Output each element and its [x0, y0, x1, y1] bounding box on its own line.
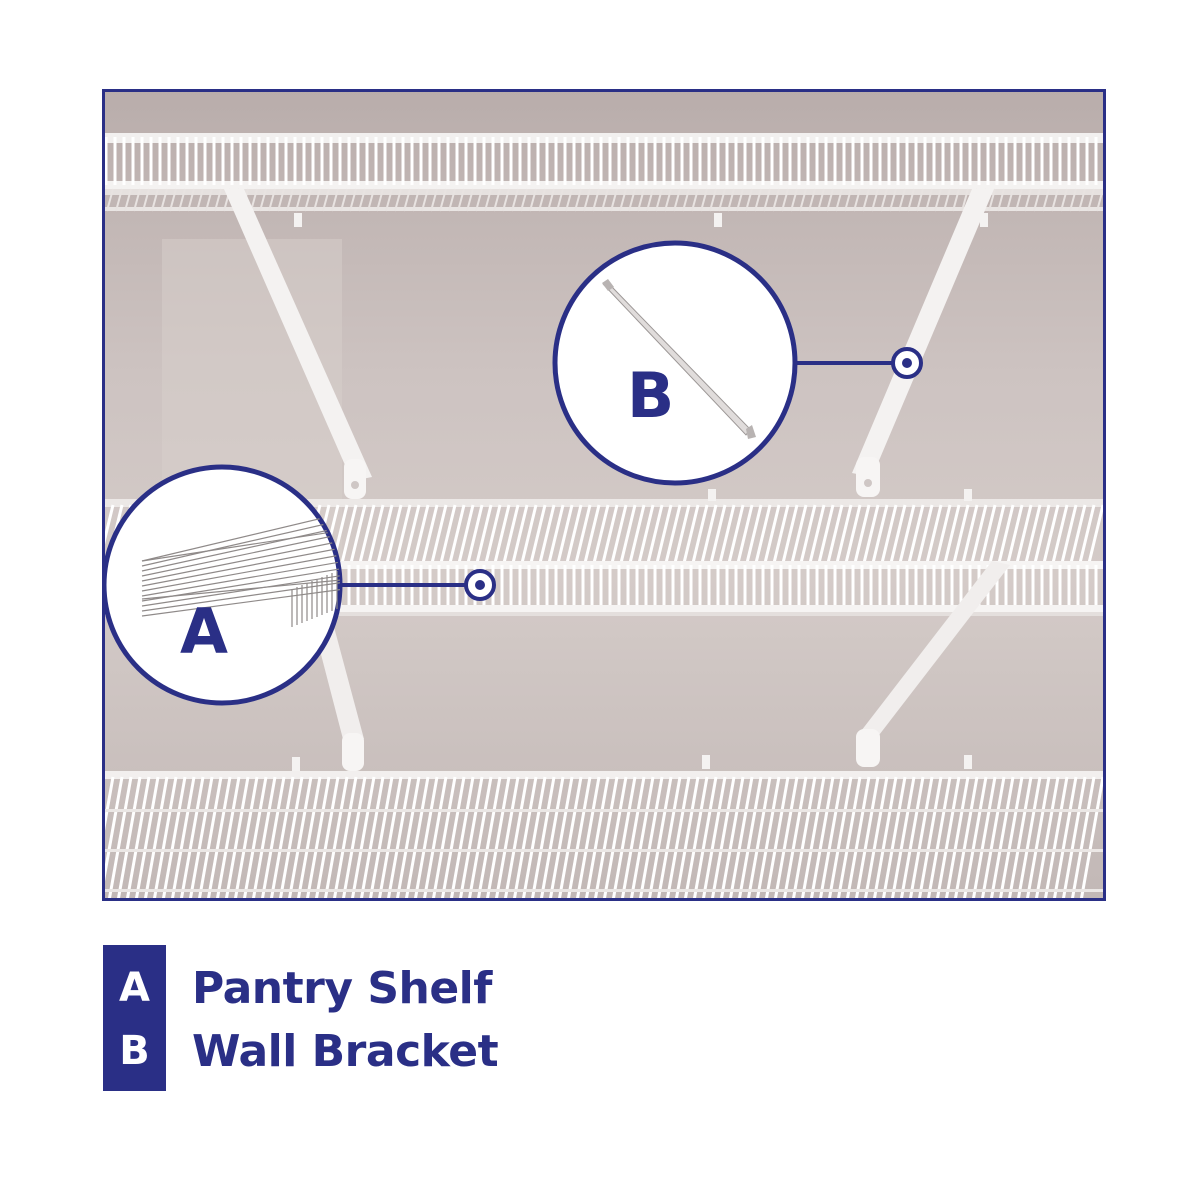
- legend-label: Pantry Shelf: [192, 962, 492, 1014]
- legend-item-pantry-shelf: A Pantry Shelf: [103, 957, 492, 1019]
- wall-bracket-upper-right: [852, 189, 994, 497]
- photo-border: [102, 89, 1106, 901]
- pantry-shelf-icon: [141, 510, 340, 627]
- wall-bracket-lower-right: [856, 561, 1010, 767]
- legend-item-wall-bracket: B Wall Bracket: [103, 1020, 498, 1082]
- legend-key: B: [119, 1028, 150, 1074]
- legend-key-bar: [103, 945, 166, 1091]
- callout-b: B: [552, 240, 923, 486]
- product-photo-frame: B A: [102, 89, 1106, 901]
- legend-key: A: [119, 965, 150, 1011]
- callout-b-letter: B: [627, 359, 674, 432]
- callout-a-letter: A: [180, 595, 228, 668]
- wall-bracket-icon: [602, 279, 756, 439]
- legend-label: Wall Bracket: [192, 1025, 499, 1077]
- wall-clips: [292, 213, 988, 771]
- bottom-shelf: [102, 771, 1106, 901]
- wall-bracket-upper-left: [224, 189, 372, 499]
- legend: A Pantry Shelf B Wall Bracket: [103, 945, 603, 1091]
